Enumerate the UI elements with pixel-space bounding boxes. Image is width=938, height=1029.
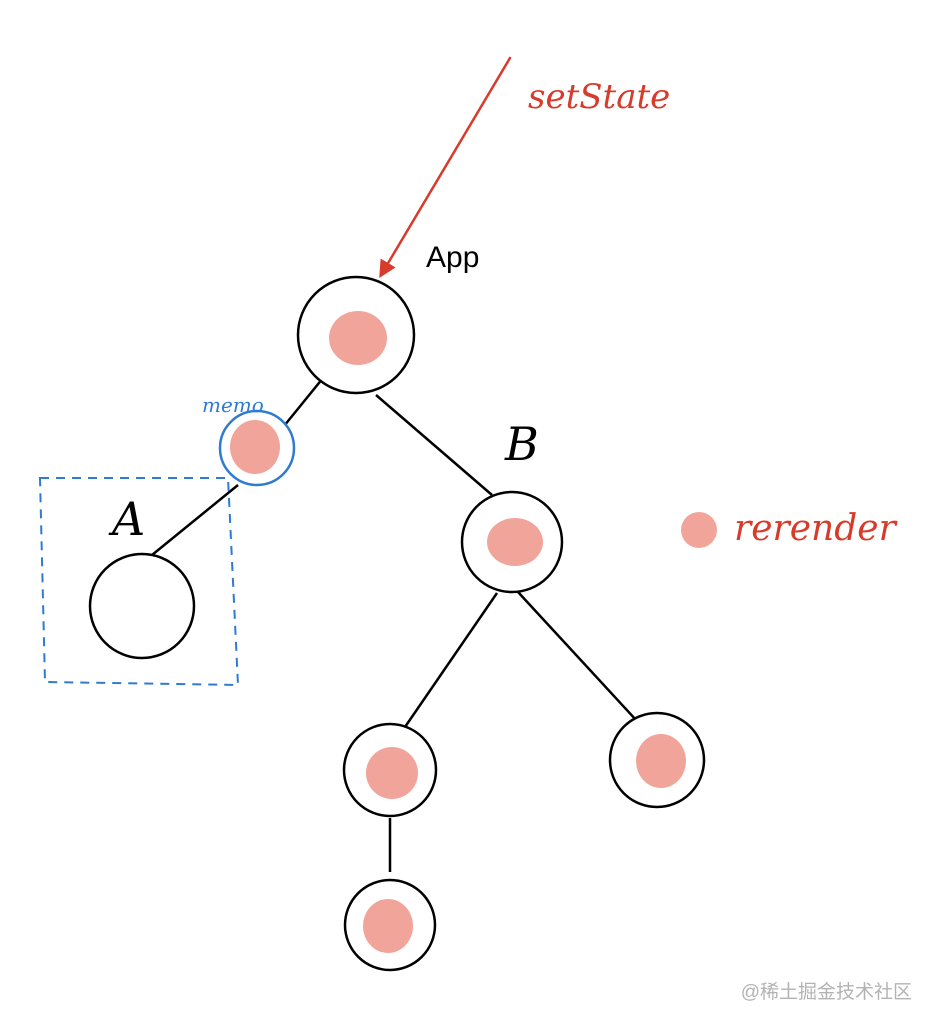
app-node [296,275,416,395]
memo-node [218,409,296,487]
setstate-arrow [379,56,512,279]
memo-boundary [38,477,240,687]
b-left-node [342,722,438,818]
rerender-dot [230,420,280,474]
setstate-label: setState [528,77,670,117]
watermark: @稀土掘金技术社区 [741,981,912,1003]
edge-b-right [517,591,638,722]
rerender-dot [366,747,418,799]
a-label: A [108,492,145,546]
memo-label: memo [202,393,264,417]
rerender-dot [363,899,413,953]
legend: rerender [681,508,898,549]
rerender-dot [329,311,387,365]
b-left-child-node [343,878,437,972]
edge-app-b [375,394,493,496]
a-node [88,552,196,660]
edge-app-memo [283,377,324,427]
legend-label: rerender [734,508,898,549]
b-node [460,490,564,594]
b-right-node [608,711,706,809]
edge-b-left [403,592,499,728]
legend-rerender-dot [681,512,717,548]
edge-memo-a [151,484,239,556]
rerender-dot [487,518,543,566]
app-label: App [426,241,479,274]
b-label: B [504,417,539,471]
rerender-dot [636,734,686,788]
